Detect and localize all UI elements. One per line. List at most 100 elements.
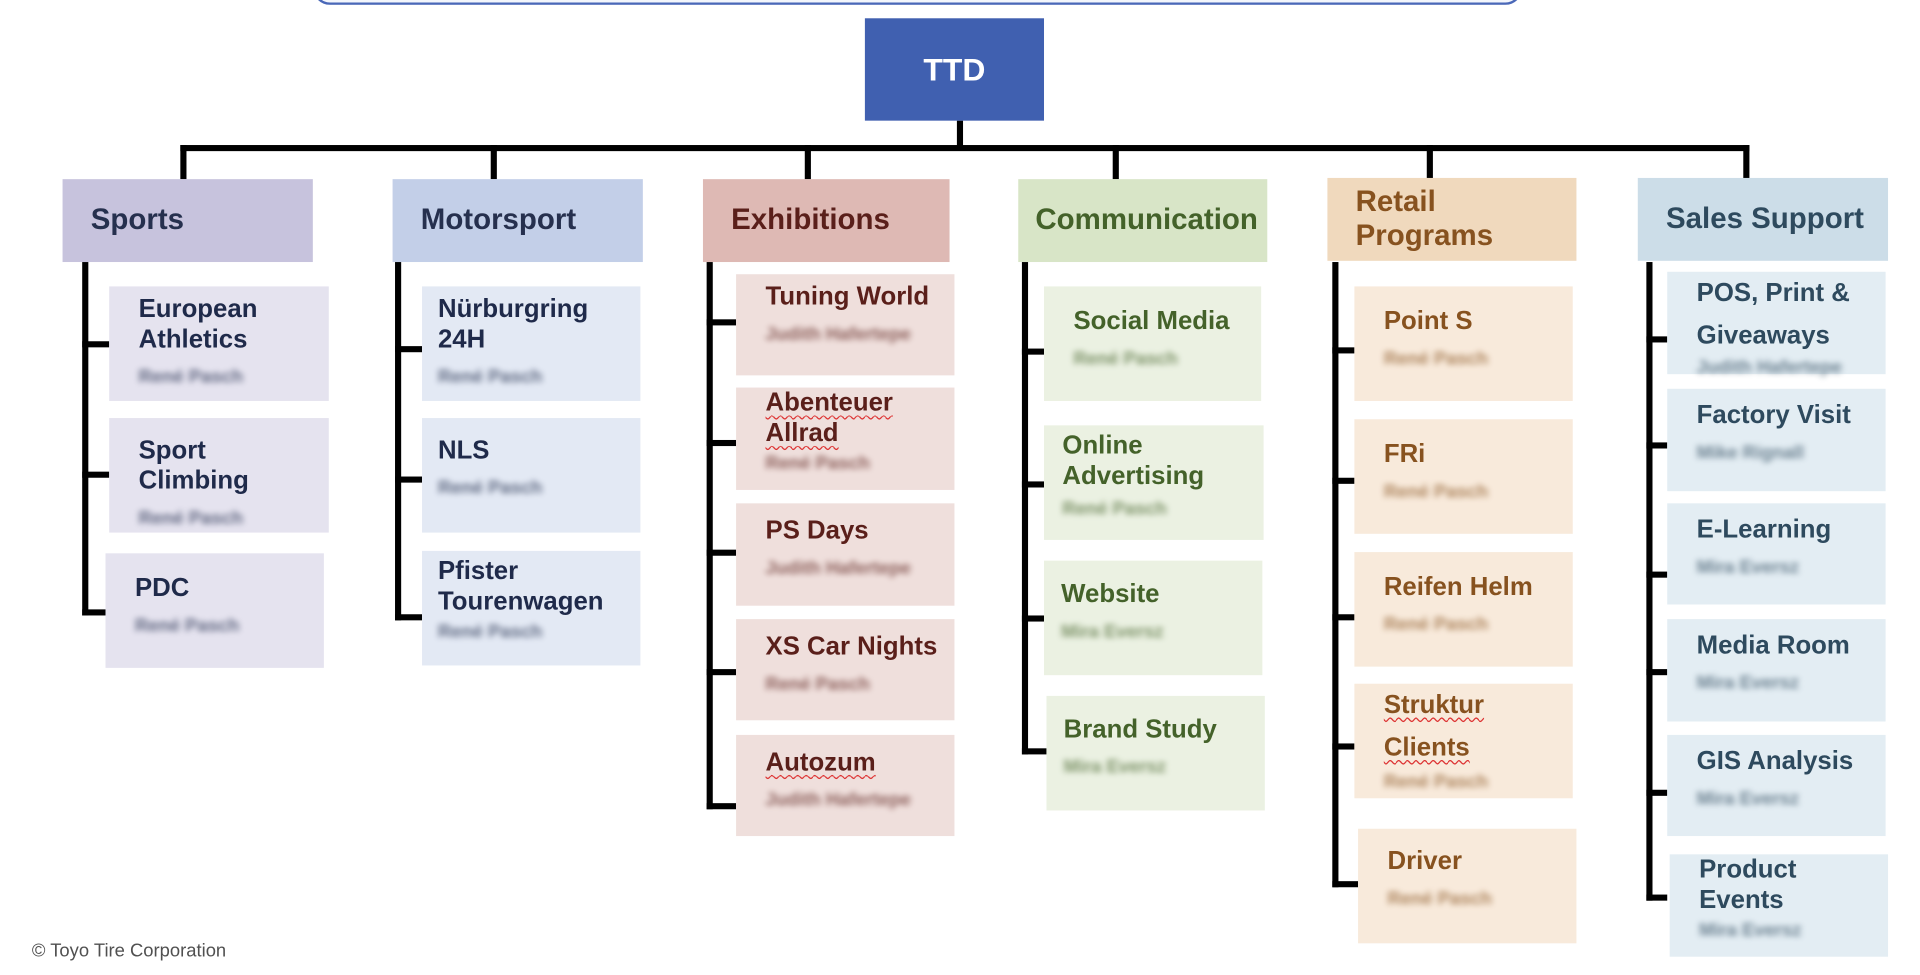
- node-title-first: Pfister Tourenwagen: [437, 556, 604, 616]
- node-struktur-clients[interactable]: Struktur Clients René Pasch: [1354, 683, 1573, 799]
- drop-line-sales: [1743, 145, 1750, 180]
- node-title: FRi: [1383, 439, 1426, 468]
- branch: [395, 346, 423, 353]
- root-node[interactable]: TTD: [864, 18, 1045, 121]
- branch: [706, 669, 737, 676]
- node-xs-car-nights[interactable]: XS Car Nights René Pasch: [736, 619, 955, 721]
- node-media-room[interactable]: Media Room Mira Eversz: [1667, 619, 1886, 722]
- branch: [1332, 477, 1355, 484]
- branch: [706, 439, 737, 447]
- branch: [1646, 789, 1668, 796]
- spine-motorsport: [395, 262, 402, 621]
- node-owner: René Pasch: [138, 508, 243, 529]
- node-product-events[interactable]: Product Events Mira Eversz: [1669, 854, 1889, 957]
- node-sport-climbing[interactable]: Sport Climbing René Pasch: [109, 418, 329, 533]
- node-fri[interactable]: FRi René Pasch: [1354, 419, 1573, 534]
- spine-exhibitions: [706, 262, 713, 810]
- header-label: Exhibitions: [731, 203, 890, 237]
- node-title: Nürburgring 24H: [437, 294, 589, 354]
- header-retail-programs[interactable]: Retail Programs: [1327, 177, 1577, 261]
- header-sports[interactable]: Sports: [62, 179, 313, 263]
- node-pos-print-giveaways[interactable]: POS, Print & Giveaways Judith Hafertepe: [1667, 271, 1886, 378]
- branch: [1332, 881, 1359, 888]
- header-label: Motorsport: [420, 203, 577, 237]
- node-owner: René Pasch: [1073, 348, 1178, 370]
- node-tuning-world[interactable]: Tuning World Judith Hafertepe: [736, 274, 955, 376]
- header-communication[interactable]: Communication: [1018, 179, 1268, 263]
- node-point-s[interactable]: Point S René Pasch: [1354, 286, 1573, 401]
- node-title: Abenteuer Allrad: [765, 388, 893, 448]
- node-title: PDC: [134, 574, 190, 603]
- node-title: Sport Climbing: [138, 436, 249, 495]
- node-driver[interactable]: Driver René Pasch: [1358, 828, 1577, 944]
- node-title: European Athletics: [138, 294, 258, 354]
- header-exhibitions[interactable]: Exhibitions: [702, 179, 950, 263]
- node-reifen-helm[interactable]: Reifen Helm René Pasch: [1354, 552, 1573, 667]
- node-owner: Mira Eversz: [1063, 756, 1166, 778]
- spine-retail: [1332, 262, 1339, 888]
- spine-sales: [1646, 262, 1653, 901]
- node-title: Factory Visit: [1696, 400, 1851, 429]
- node-autozum[interactable]: Autozum Judith Hafertepe: [736, 734, 955, 837]
- node-owner: Judith Hafertepe: [765, 324, 911, 345]
- node-owner: Judith Hafertepe: [765, 789, 911, 811]
- node-owner: Mira Eversz: [1061, 621, 1164, 643]
- node-owner: René Pasch: [437, 621, 543, 643]
- node-owner: Mira Eversz: [1699, 920, 1802, 941]
- node-title: POS, Print & Giveaways: [1696, 279, 1850, 350]
- node-online-advertising[interactable]: Online Advertising René Pasch: [1044, 425, 1264, 540]
- node-website[interactable]: Website Mira Eversz: [1044, 560, 1263, 676]
- node-owner: René Pasch: [765, 673, 870, 695]
- node-social-media[interactable]: Social Media René Pasch: [1044, 286, 1262, 401]
- node-owner: Mira Eversz: [1696, 788, 1799, 810]
- branch: [1646, 442, 1668, 449]
- node-pdc[interactable]: PDC René Pasch: [105, 553, 324, 668]
- header-label: Sports: [90, 203, 185, 237]
- node-owner: René Pasch: [1383, 348, 1489, 370]
- node-brand-study[interactable]: Brand Study Mira Eversz: [1046, 695, 1265, 811]
- spine-sports: [82, 262, 89, 616]
- node-owner: René Pasch: [437, 477, 543, 499]
- node-owner: René Pasch: [1062, 498, 1167, 520]
- node-title: Reifen Helm: [1383, 572, 1533, 601]
- drop-line-exhibitions: [804, 145, 811, 180]
- header-label: Communication: [1035, 203, 1258, 237]
- node-title: Social Media: [1073, 307, 1230, 336]
- node-title: Product Events: [1699, 855, 1797, 915]
- node-owner: René Pasch: [134, 615, 240, 637]
- branch: [82, 609, 106, 616]
- node-title: Media Room: [1696, 631, 1850, 660]
- branch: [1332, 743, 1355, 750]
- branch: [1021, 748, 1047, 755]
- drop-line-communication: [1112, 145, 1119, 180]
- header-label: Retail Programs: [1355, 185, 1494, 253]
- branch: [395, 476, 423, 483]
- node-title: Online Advertising: [1062, 431, 1205, 490]
- node-title: PS Days: [765, 516, 869, 545]
- node-e-learning[interactable]: E-Learning Mira Eversz: [1667, 503, 1886, 605]
- node-abenteuer-allrad[interactable]: Abenteuer Allrad René Pasch: [736, 387, 955, 490]
- branch: [1646, 894, 1668, 901]
- node-title: Website: [1061, 580, 1160, 609]
- node-owner: René Pasch: [1383, 771, 1489, 793]
- node-title: Struktur Clients: [1383, 691, 1485, 762]
- spine-communication: [1021, 262, 1029, 755]
- header-sales-support[interactable]: Sales Support: [1637, 177, 1889, 261]
- branch: [1021, 348, 1045, 355]
- node-nls[interactable]: NLS René Pasch: [422, 418, 641, 533]
- node-nurburgring[interactable]: Nürburgring 24H René Pasch: [422, 286, 641, 401]
- header-motorsport[interactable]: Motorsport: [392, 179, 643, 263]
- branch: [82, 341, 110, 348]
- branch: [1646, 336, 1668, 343]
- node-owner: Mira Eversz: [1696, 556, 1799, 578]
- node-gis-analysis[interactable]: GIS Analysis Mira Eversz: [1667, 734, 1886, 837]
- node-ps-days[interactable]: PS Days Judith Hafertepe: [736, 503, 955, 606]
- node-factory-visit[interactable]: Factory Visit Mike Rignall: [1667, 388, 1886, 492]
- branch: [82, 471, 110, 478]
- branch: [706, 549, 737, 556]
- branch: [1646, 571, 1668, 578]
- copyright-text: © Toyo Tire Corporation: [31, 940, 227, 962]
- node-european-athletics[interactable]: European Athletics René Pasch: [109, 286, 329, 401]
- node-pfister[interactable]: Pfister Tourenwagen René Pasch: [422, 550, 641, 666]
